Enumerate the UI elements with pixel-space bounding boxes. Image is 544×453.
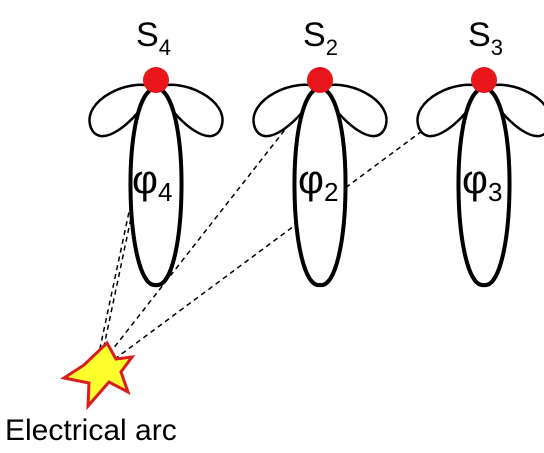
side-lobe-left <box>88 83 158 138</box>
main-lobe <box>292 85 348 287</box>
sensor-dot <box>471 67 497 93</box>
directivity-pattern <box>252 83 388 287</box>
side-lobe-right <box>482 83 544 138</box>
sensor-s2: S2 φ2 <box>252 16 388 287</box>
angle-index: 3 <box>488 177 502 207</box>
arc-star-icon <box>60 340 136 411</box>
sensor-index: 3 <box>491 35 503 60</box>
sensor-dot <box>143 67 169 93</box>
sensor-label: S4 <box>136 16 171 60</box>
electrical-arc: Electrical arc <box>5 340 177 447</box>
sensor-name: S <box>136 16 159 54</box>
angle-label: φ3 <box>462 158 502 207</box>
arc-label: Electrical arc <box>5 414 177 447</box>
side-lobe-right <box>154 83 224 138</box>
sensor-label: S3 <box>468 16 503 60</box>
angle-index: 2 <box>324 177 338 207</box>
side-lobe-left <box>416 83 486 138</box>
line-arc-to-s2 <box>97 84 321 369</box>
sensor-index: 2 <box>326 35 338 60</box>
side-lobe-right <box>318 83 388 138</box>
directivity-pattern <box>88 83 224 287</box>
main-lobe <box>456 85 512 287</box>
angle-label: φ2 <box>298 158 338 207</box>
sensor-name: S <box>468 16 491 54</box>
sensor-label: S2 <box>303 16 338 60</box>
side-lobe-left <box>252 83 322 138</box>
sensor-s3: S3 φ3 <box>416 16 544 287</box>
main-lobe <box>128 85 184 287</box>
sensor-s4: S4 φ4 <box>88 16 224 287</box>
sensor-index: 4 <box>159 35 171 60</box>
line-arc-to-s3 <box>99 84 485 371</box>
angle-symbol: φ <box>298 158 324 202</box>
angle-symbol: φ <box>132 158 158 202</box>
angle-label: φ4 <box>132 158 172 207</box>
angle-index: 4 <box>158 177 172 207</box>
sensor-dot <box>307 67 333 93</box>
directivity-pattern <box>416 83 544 287</box>
angle-symbol: φ <box>462 158 488 202</box>
sensor-name: S <box>303 16 326 54</box>
line-arc-to-s4 <box>95 84 157 368</box>
